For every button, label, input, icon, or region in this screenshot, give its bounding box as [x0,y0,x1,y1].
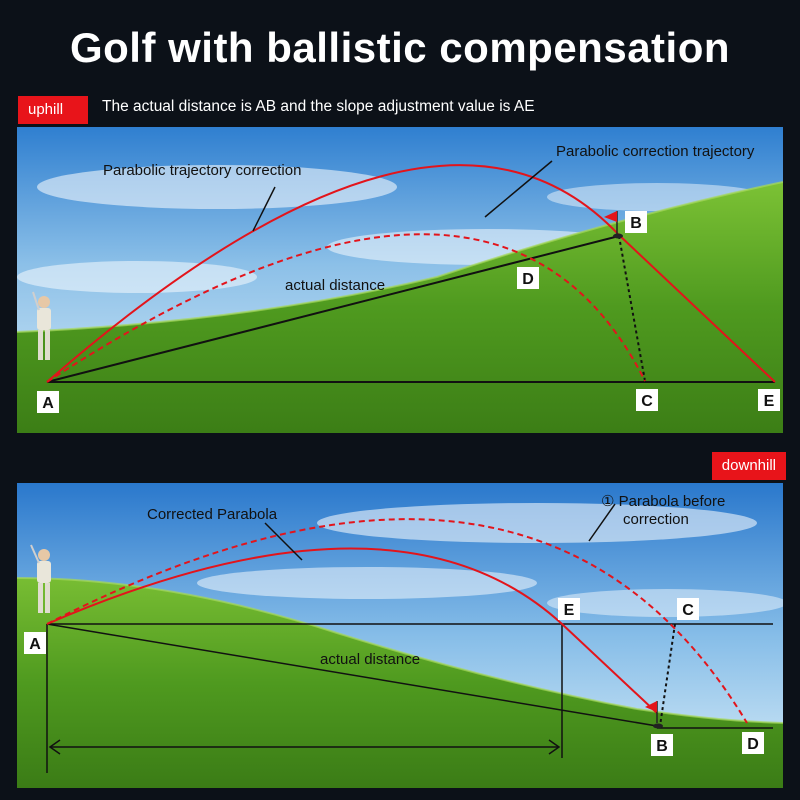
label-actual-distance: actual distance [285,277,385,294]
point-e-label: E [564,602,575,619]
measurement-arrow [48,739,561,755]
cloud [17,261,257,293]
point-c-label: C [682,602,694,619]
point-e-box: E [758,389,780,411]
dotted-drop-bc [618,235,646,382]
label-parabolic-correction-trajectory: Parabolic correction trajectory [556,143,755,160]
uphill-hill [17,182,783,433]
label-parabolic-trajectory-correction: Parabolic trajectory correction [103,162,301,179]
point-c-box: C [636,389,658,411]
uphill-diagram: Parabolic trajectory correction Paraboli… [17,127,783,433]
flag-icon [604,211,617,222]
cloud [197,567,537,599]
trajectory-before-dashed [46,518,748,724]
pointer-line [264,522,303,561]
label-actual-distance: actual distance [320,651,420,668]
cloud [37,165,397,209]
uphill-hill-ridge [17,181,783,333]
point-a-box: A [37,391,59,413]
point-d-box: D [517,267,539,289]
point-b-box: B [625,211,647,233]
point-e-label: E [764,393,775,410]
trajectory-corrected [46,547,658,714]
pointer-line [252,186,276,232]
point-a-label: A [29,636,41,653]
golfer-figure [32,291,51,360]
actual-distance-line [46,623,658,727]
actual-distance-line [46,235,620,383]
label-parabola-before-correction-2: correction [623,511,689,528]
cloud [317,503,757,543]
point-c-box: C [677,598,699,620]
golfer-figure [30,544,51,613]
trajectory-corrected [46,164,776,383]
point-b-label: B [630,215,642,232]
cloud [547,589,783,617]
trajectory-correction-dashed [46,233,646,383]
downhill-tag: downhill [711,452,786,480]
uphill-caption: The actual distance is AB and the slope … [102,98,535,115]
hole [613,233,623,239]
point-a-label: A [42,395,54,412]
point-e-box: E [558,598,580,620]
label-corrected-parabola: Corrected Parabola [147,506,278,523]
label-parabola-before-correction-1: ① Parabola before [601,493,725,510]
point-d-label: D [747,736,759,753]
flag-icon [645,701,657,712]
downhill-hill-ridge [17,577,783,724]
pointer-line [484,160,553,218]
point-b-box: B [651,734,673,756]
point-b-label: B [656,738,668,755]
pointer-line [588,503,616,542]
point-d-label: D [522,271,534,288]
uphill-tag: uphill [18,96,88,124]
point-a-box: A [24,632,46,654]
page-title: Golf with ballistic compensation [69,24,731,71]
downhill-diagram: Corrected Parabola ① Parabola before cor… [17,483,783,788]
hole [653,723,663,729]
dotted-drop-cb [659,623,676,727]
point-d-box: D [742,732,764,754]
point-c-label: C [641,393,653,410]
